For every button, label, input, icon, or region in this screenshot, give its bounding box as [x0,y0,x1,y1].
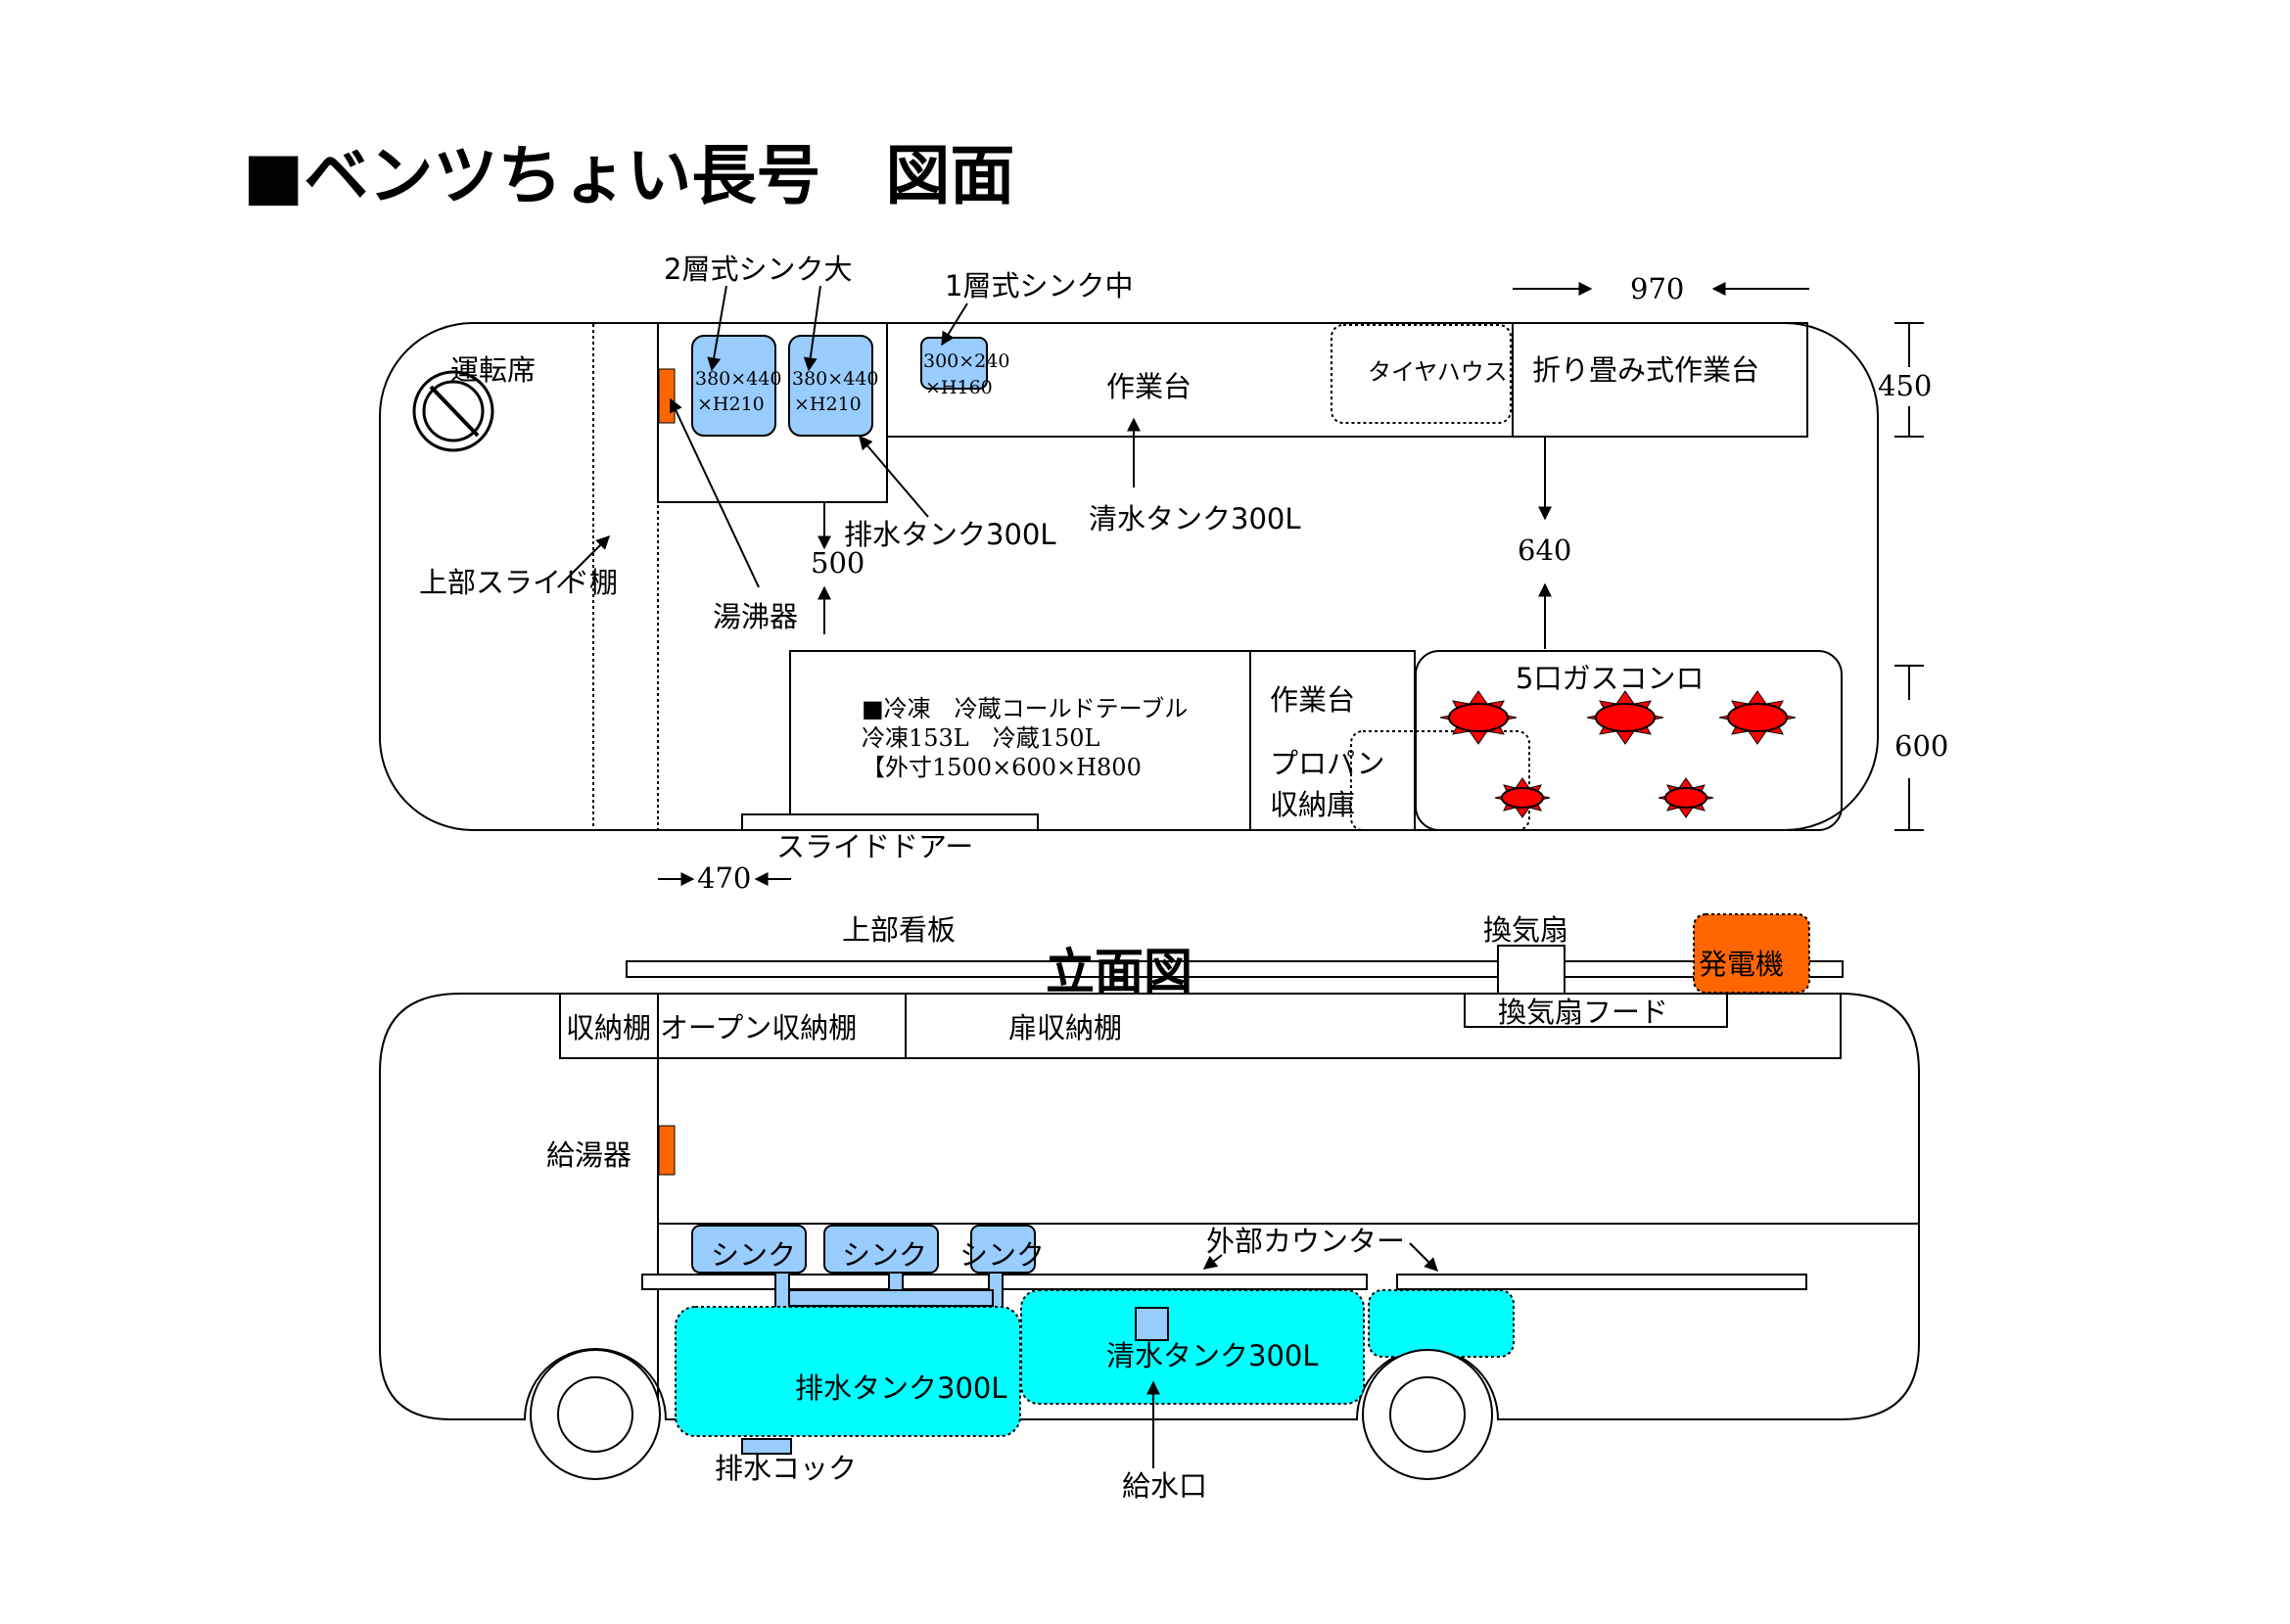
dim-600: 600 [1894,729,1948,763]
rear-wheel-icon [1362,1349,1493,1480]
driver-seat-label: 運転席 [450,353,536,387]
work-table-label: 作業台 [1106,370,1192,403]
tire-house-label: タイヤハウス [1368,358,1508,386]
drain-tank-elev [675,1306,1021,1437]
water-heater-block-elev [658,1125,676,1176]
burner-2-icon [1586,690,1664,745]
dim-640: 640 [1518,534,1571,567]
burner-5-icon [1658,777,1714,818]
drain-cock-label: 排水コック [715,1452,857,1485]
aux-tank-elev [1368,1289,1515,1358]
fridge-line2: 冷凍153L 冷蔵150L [862,724,1100,752]
burner-4-icon [1494,777,1551,818]
sink-b-dims-line2: ×H210 [794,394,862,415]
slide-door-outline [741,813,1039,831]
propane-line1: プロパン [1270,747,1384,780]
sink1-label: 1層式シンク中 [945,269,1133,302]
water-inlet-box [1135,1307,1169,1341]
sink-elev-1-label: シンク [711,1238,796,1272]
slide-shelf-label: 上部スライド棚 [419,566,618,599]
clean-tank-label-elev: 清水タンク300L [1106,1339,1319,1372]
dim-970: 970 [1630,272,1684,305]
page-title: ■ベンツちょい長号 図面 [243,138,1014,213]
sink-elev-1 [691,1225,807,1274]
sink-elev-2-label: シンク [842,1238,927,1272]
steering-wheel-icon [412,370,494,452]
dim-450: 450 [1878,369,1932,402]
vent-fan-box [1497,945,1566,998]
open-shelf-label: オープン収納棚 [660,1011,857,1044]
vent-fan-label: 換気扇 [1483,913,1568,947]
pipe-1 [774,1272,790,1311]
tire-house-outline [1331,324,1512,424]
vent-hood-box [1464,993,1728,1028]
outer-counter-bar-right [1396,1274,1807,1290]
propane-storage-outline [1350,730,1530,831]
water-heater-label: 湯沸器 [713,600,798,633]
dim-500: 500 [811,546,865,580]
storage-shelf-label: 収納棚 [566,1011,651,1044]
sink-a-dims-line1: 380×440 [695,368,781,390]
upper-sign-bar [626,960,1844,978]
clean-tank-elev [1020,1289,1365,1405]
dim-470: 470 [697,861,751,895]
sink2-label: 2層式シンク大 [664,253,852,286]
slide-door-label: スライドドアー [776,830,973,863]
work-table-outline [886,322,1808,438]
water-inlet-label: 給水口 [1122,1469,1207,1503]
elevation-title: 立面図 [1046,944,1192,1000]
propane-line2: 収納庫 [1270,788,1355,821]
sink-elev-2 [823,1225,939,1274]
burner-3-icon [1718,690,1797,745]
outer-counter-bar-left [641,1274,1368,1290]
burner-1-icon [1439,690,1518,745]
door-shelf-label: 扉収納棚 [1008,1011,1122,1044]
upper-cabinet-outline [559,993,1842,1059]
vent-hood-label: 換気扇フード [1498,996,1668,1029]
pipe-manifold [788,1289,994,1307]
drain-tank-label: 排水タンク300L [844,518,1056,551]
gas-stove-label: 5口ガスコンロ [1516,662,1704,695]
upper-sign-label: 上部看板 [842,913,956,947]
sink-elev-3-label: シンク [959,1238,1045,1272]
fridge-line1: ■冷凍 冷蔵コールドテーブル [862,695,1188,722]
sink-b-dims-line1: 380×440 [792,368,878,390]
folding-table-label: 折り畳み式作業台 [1532,353,1759,387]
drain-cock-box [741,1438,792,1455]
elevation-view: 立面図 上部看板 換気扇 発電機 収納棚 オープン収納棚 扉収納棚 換気扇フード… [379,913,1920,1503]
plan-view: 380×440 ×H210 380×440 ×H210 300×240 ×H16… [379,253,1948,895]
clean-tank-label: 清水タンク300L [1089,502,1301,535]
sink-a-dims-line2: ×H210 [697,394,765,415]
work-table2-label: 作業台 [1270,683,1355,717]
water-heater-block [658,368,676,424]
outer-counter-label: 外部カウンター [1206,1225,1405,1258]
sink-c-dims-line1: 300×240 [923,350,1009,372]
water-heater-label-elev: 給湯器 [546,1138,631,1172]
gas-stove-outline [1415,650,1843,831]
fridge-line3: 【外寸1500×600×H800 [862,754,1142,781]
drain-tank-label-elev: 排水タンク300L [795,1371,1007,1405]
generator-label: 発電機 [1699,948,1784,981]
slide-shelf-outline [592,322,659,831]
front-wheel-icon [530,1349,661,1480]
sink-c-dims-line2: ×H160 [925,377,993,398]
